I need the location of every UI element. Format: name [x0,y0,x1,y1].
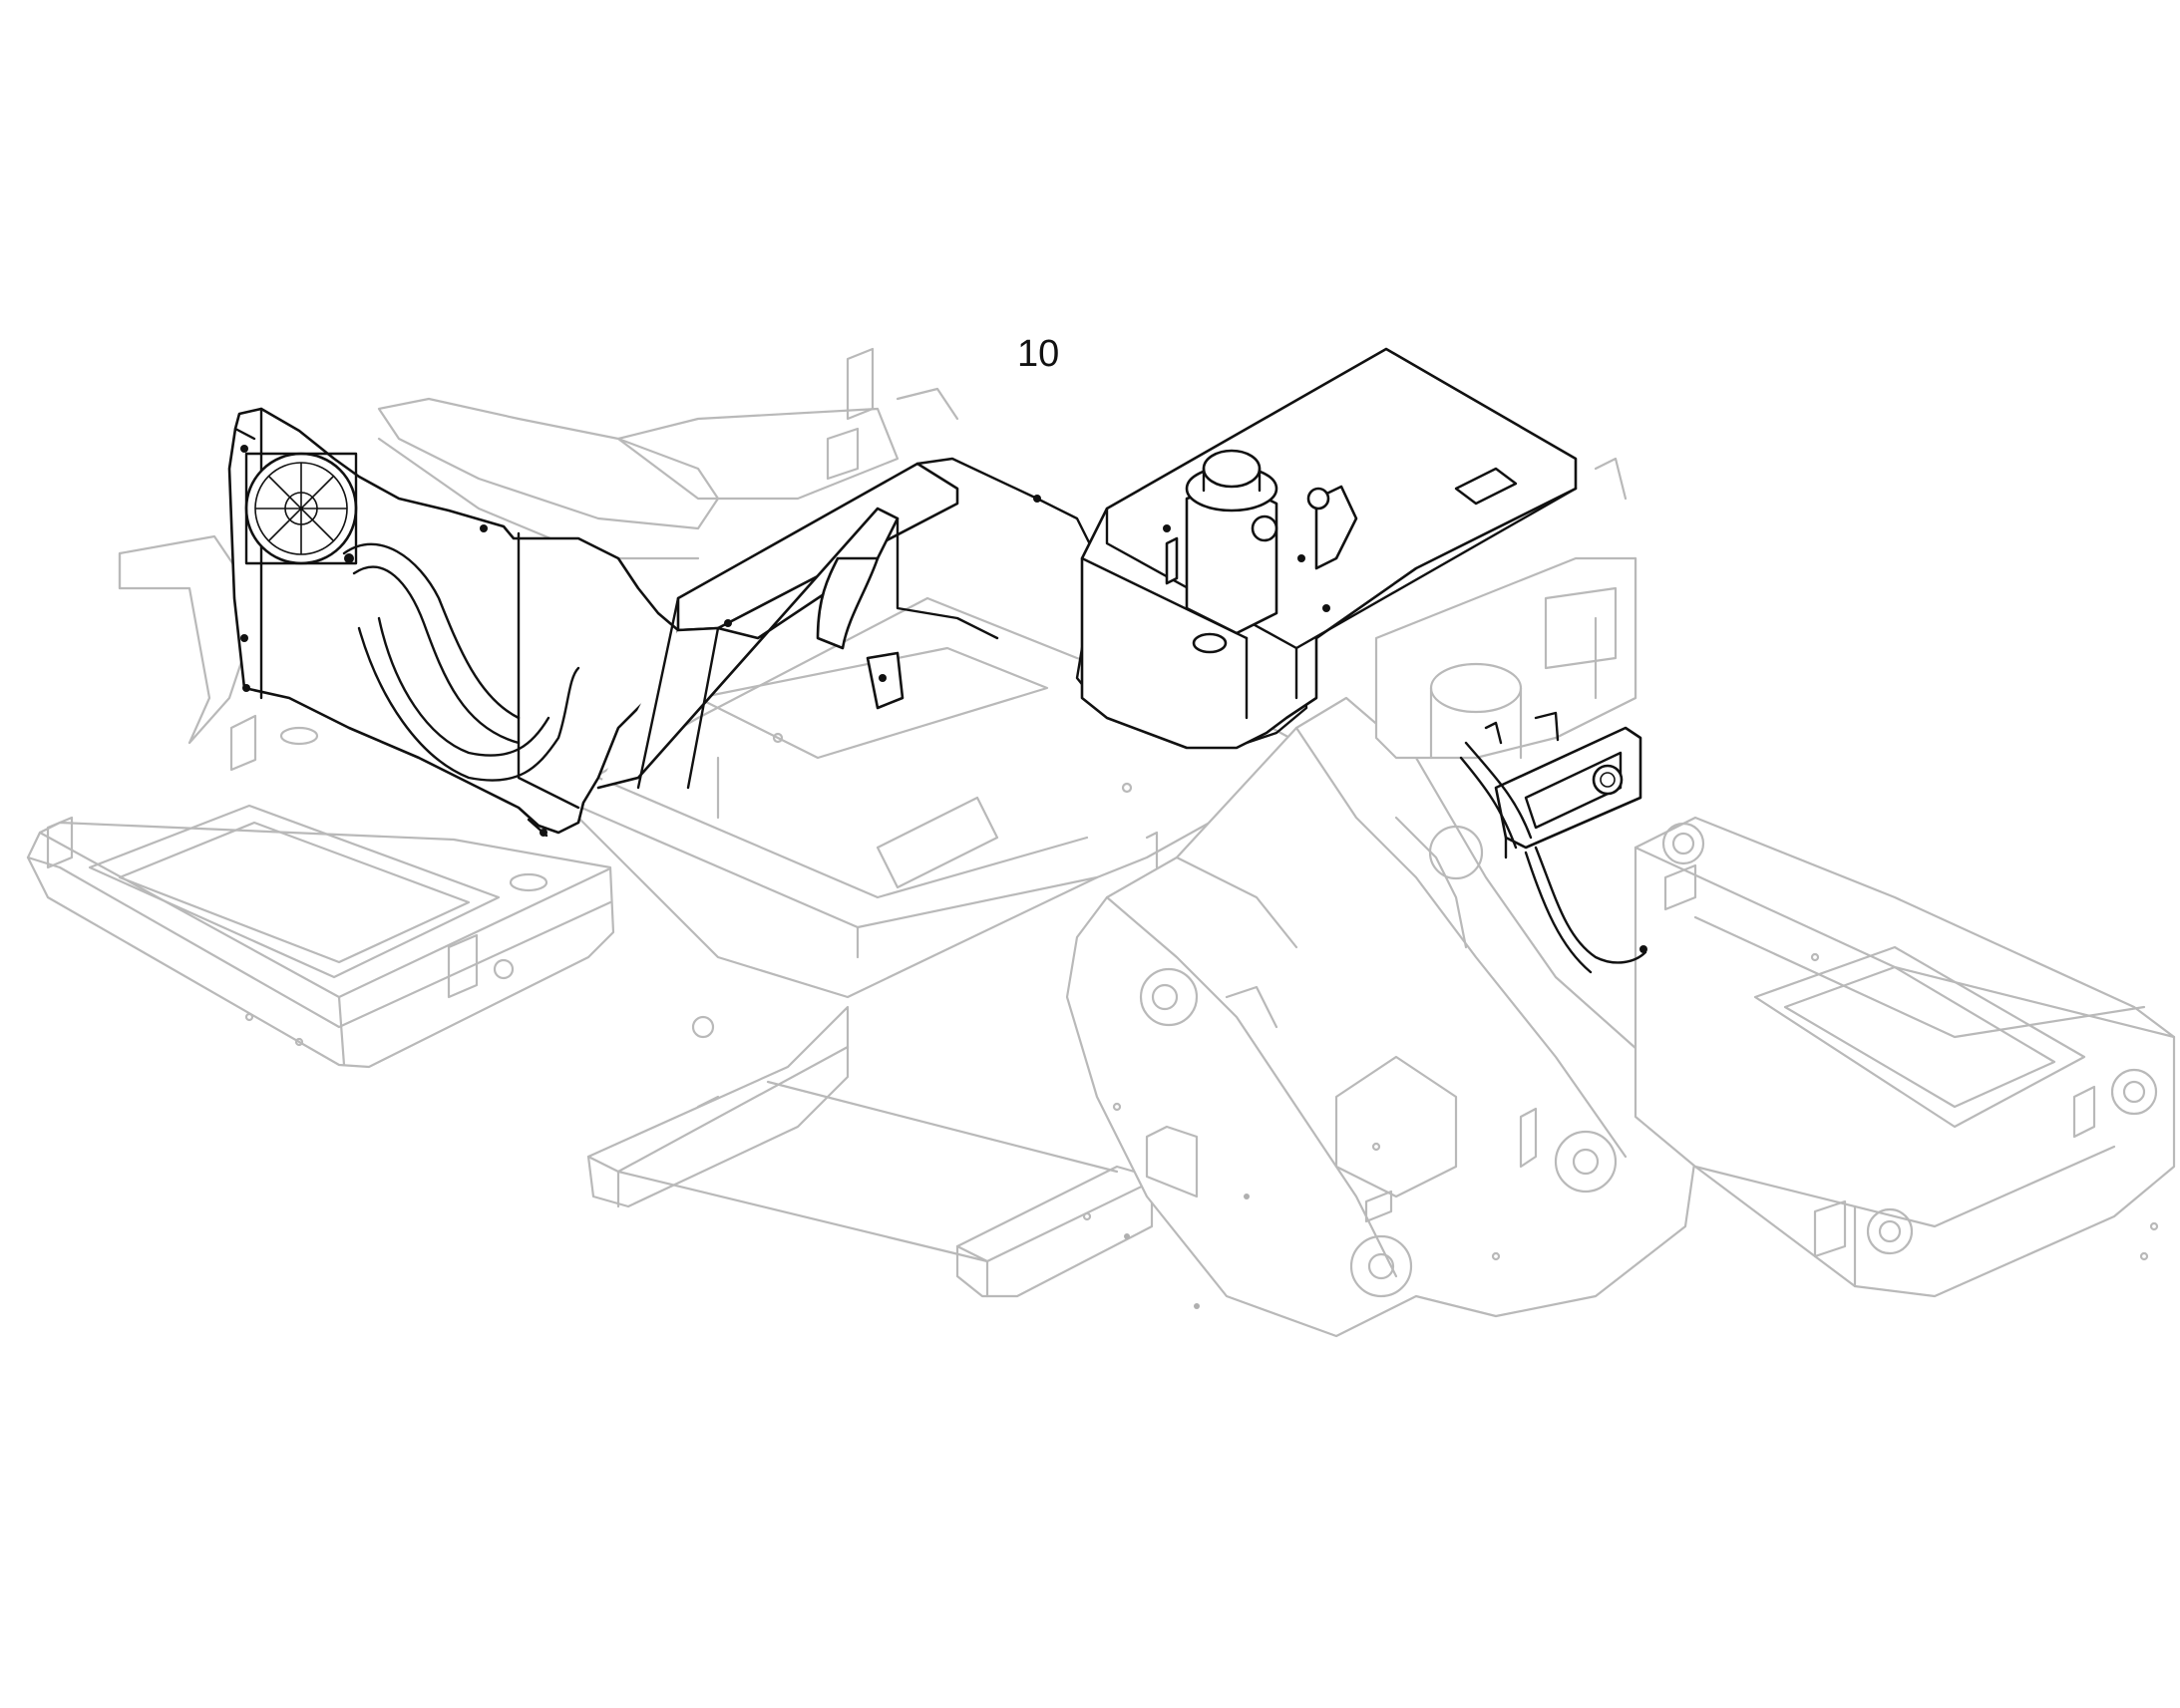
hydraulic-tank [1080,347,1578,750]
callout-marks [1124,1194,1250,1309]
duct-panel [596,457,1308,790]
pump-compartment [1374,556,1637,760]
routing-hose [1459,741,1533,850]
callout-label: 10 [1017,333,1060,375]
boom-tower [1065,696,1697,1338]
radiator-shroud-assembly [227,407,680,838]
right-sub-frame [1634,816,2176,1298]
access-cover-plate [1494,726,1647,974]
left-sub-frame [26,714,615,1069]
lower-cross-beams [586,1005,1154,1298]
